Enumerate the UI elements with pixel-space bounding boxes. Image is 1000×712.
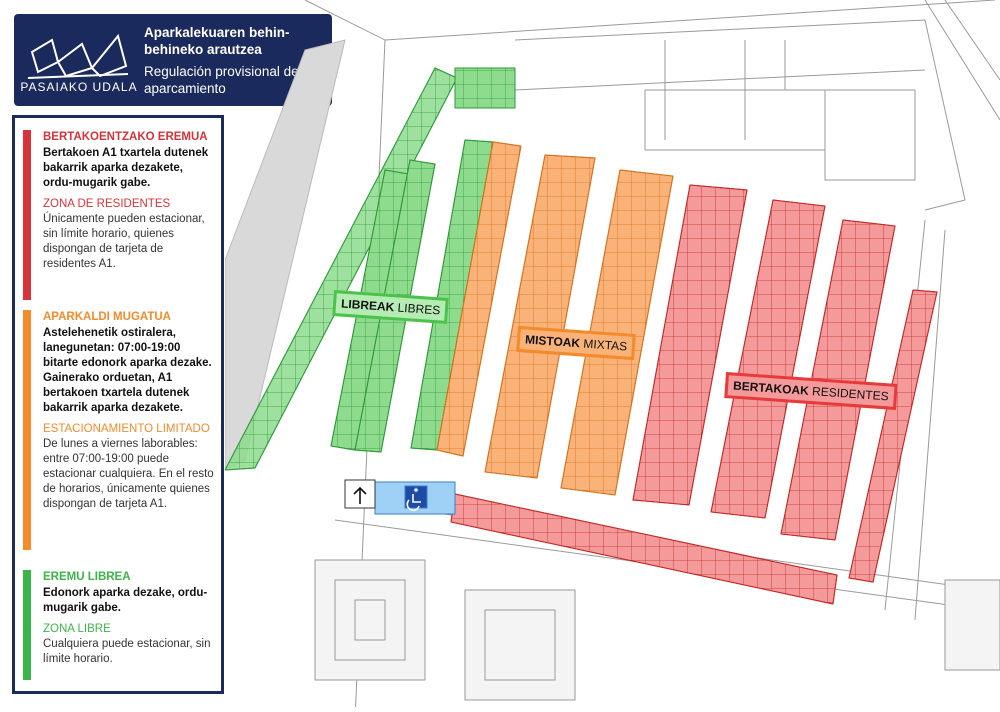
label-res-es: RESIDENTES: [811, 384, 890, 404]
map-background: [304, 0, 1000, 712]
parking-map: LIBREAK LIBRES MISTOAK MIXTAS BERTAKOAK …: [224, 0, 1000, 712]
title-spanish: Regulación provisional de aparcamiento: [144, 64, 299, 96]
header-banner: PASAIAKO UDALA Aparkalekuaren behin-behi…: [14, 14, 332, 106]
free-subheading: ZONA LIBRE: [43, 623, 111, 635]
map-drawing: [224, 0, 1000, 712]
label-mixed-eu: MISTOAK: [524, 332, 581, 351]
label-free-es: LIBRES: [397, 300, 441, 318]
residents-text-eu: Bertakoen A1 txartela dutenek bakarrik a…: [43, 147, 209, 189]
free-text-eu: Edonork aparka dezake, ordu-mugarik gabe…: [43, 587, 208, 614]
limited-color-bar: [23, 310, 31, 550]
label-mixed-es: MIXTAS: [582, 336, 628, 354]
label-free-eu: LIBREAK: [340, 296, 395, 315]
legend-limited: APARKALDI MUGATUA Astelehenetik ostirale…: [23, 310, 215, 550]
arrow-up-icon: [353, 486, 367, 504]
residents-heading: BERTAKOENTZAKO EREMUA: [43, 131, 208, 143]
pasaia-logo: [27, 33, 129, 79]
free-parking-zones: [224, 67, 516, 471]
legend-panel: BERTAKOENTZAKO EREMUA Bertakoen A1 txart…: [12, 115, 224, 694]
free-color-bar: [23, 570, 31, 680]
residents-subheading: ZONA DE RESIDENTES: [43, 198, 171, 210]
disabled-parking: [374, 481, 456, 515]
title-basque: Aparkalekuaren behin-behineko arautzea: [144, 25, 290, 57]
limited-subheading: ESTACIONAMIENTO LIMITADO: [43, 423, 210, 435]
entry-arrow-box: [344, 479, 376, 509]
legend-free: EREMU LIBREA Edonork aparka dezake, ordu…: [23, 570, 215, 680]
logo-text: PASAIAKO UDALA: [20, 80, 138, 94]
free-text-es: Cualquiera puede estacionar, sin límite …: [43, 638, 211, 665]
residents-color-bar: [23, 130, 31, 300]
legend-residents: BERTAKOENTZAKO EREMUA Bertakoen A1 txart…: [23, 130, 215, 300]
limited-text-es: De lunes a viernes laborables: entre 07:…: [43, 438, 214, 510]
label-res-eu: BERTAKOAK: [732, 378, 810, 398]
limited-text-eu: Astelehenetik ostiralera, lanegunetan: 0…: [43, 327, 212, 414]
residents-text-es: Únicamente pueden estacionar, sin límite…: [43, 213, 205, 270]
free-heading: EREMU LIBREA: [43, 571, 131, 583]
limited-heading: APARKALDI MUGATUA: [43, 311, 171, 323]
wheelchair-icon: [404, 485, 428, 509]
